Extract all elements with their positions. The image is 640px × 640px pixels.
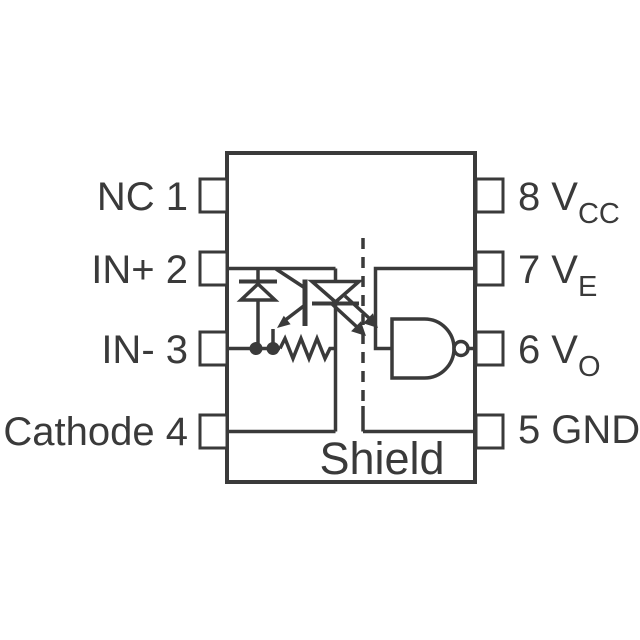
pin-6-square bbox=[474, 330, 505, 367]
pin-8-square bbox=[474, 177, 505, 214]
pin-5-square bbox=[474, 413, 505, 450]
left-pin-labels: NC 1 IN+ 2 IN- 3 Cathode 4 bbox=[3, 175, 188, 454]
gate-body bbox=[390, 317, 456, 380]
pin-4-square bbox=[198, 413, 229, 450]
pin-3-label: IN- 3 bbox=[101, 328, 188, 372]
junction-dot bbox=[266, 342, 280, 355]
pin-7-square bbox=[474, 250, 505, 287]
right-pin-squares bbox=[474, 177, 505, 450]
pin-8-subscript: CC bbox=[578, 198, 620, 230]
protection-diode bbox=[236, 279, 280, 302]
pin-4-label: Cathode 4 bbox=[3, 410, 188, 454]
shield-label: Shield bbox=[319, 433, 444, 484]
junction-dot bbox=[249, 342, 263, 355]
resistor bbox=[278, 333, 336, 364]
input-circuit-wires bbox=[227, 266, 338, 434]
pin-7-name: V bbox=[551, 248, 578, 292]
light-arrowhead-icon bbox=[351, 321, 366, 336]
emitter-arrowhead-icon bbox=[277, 315, 291, 328]
pin-2-label: IN+ 2 bbox=[91, 248, 188, 292]
pin-5-number: 5 bbox=[518, 408, 540, 452]
pin-6-name: V bbox=[551, 328, 578, 372]
output-gate bbox=[390, 317, 470, 380]
pin-8-name: V bbox=[551, 175, 578, 219]
led-triangle bbox=[307, 279, 364, 305]
pin-1-label: NC 1 bbox=[97, 175, 188, 219]
pin-6-subscript: O bbox=[578, 351, 601, 383]
pin-7-subscript: E bbox=[578, 271, 597, 303]
pin-5-name: GND bbox=[551, 408, 640, 452]
gate-inverter-bubble-icon bbox=[452, 339, 470, 358]
light-arrow-line bbox=[330, 302, 359, 329]
light-arrow-line bbox=[343, 294, 371, 320]
pin-2-square bbox=[198, 250, 229, 287]
ve-wire bbox=[373, 266, 477, 351]
pin-6-number: 6 bbox=[518, 328, 540, 372]
ic-body-outline bbox=[225, 151, 477, 484]
left-pin-squares bbox=[198, 177, 229, 450]
pin-7-number: 7 bbox=[518, 248, 540, 292]
input-transistor bbox=[275, 267, 308, 328]
transistor-collector-line bbox=[275, 267, 306, 290]
diode-triangle bbox=[236, 281, 280, 302]
pin-1-square bbox=[198, 177, 229, 214]
transistor-emitter-line bbox=[284, 303, 307, 321]
pin-8-number: 8 bbox=[518, 175, 540, 219]
pin-3-square bbox=[198, 330, 229, 367]
